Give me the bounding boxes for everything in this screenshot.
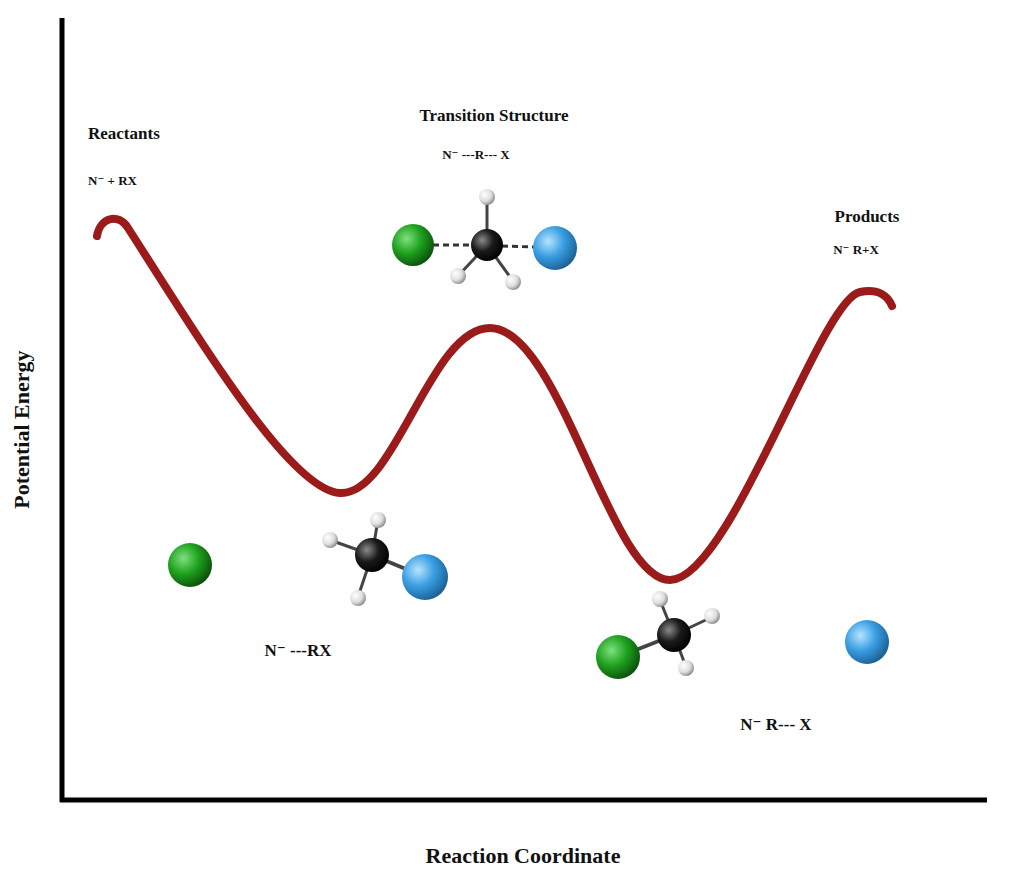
axis-label: Reaction Coordinate <box>426 843 621 868</box>
energy-curve <box>97 219 892 580</box>
state-heading: Reactants <box>88 124 160 144</box>
transition-molecule <box>392 189 577 290</box>
state-formula: N⁻ ---R--- X <box>442 148 510 163</box>
state-heading: Transition Structure <box>419 106 568 126</box>
state-formula: N⁻ R--- X <box>740 715 811 735</box>
state-formula: N⁻ R+X <box>833 243 879 258</box>
state-formula: N⁻ ---RX <box>264 641 331 661</box>
product-complex-molecule <box>596 591 889 679</box>
x-axis <box>60 798 987 803</box>
state-heading: Products <box>835 207 900 227</box>
reactant-complex-molecule <box>168 512 448 606</box>
state-formula: N⁻ + RX <box>88 174 137 189</box>
axis-label: Potential Energy <box>9 351 34 509</box>
y-axis <box>60 18 65 802</box>
